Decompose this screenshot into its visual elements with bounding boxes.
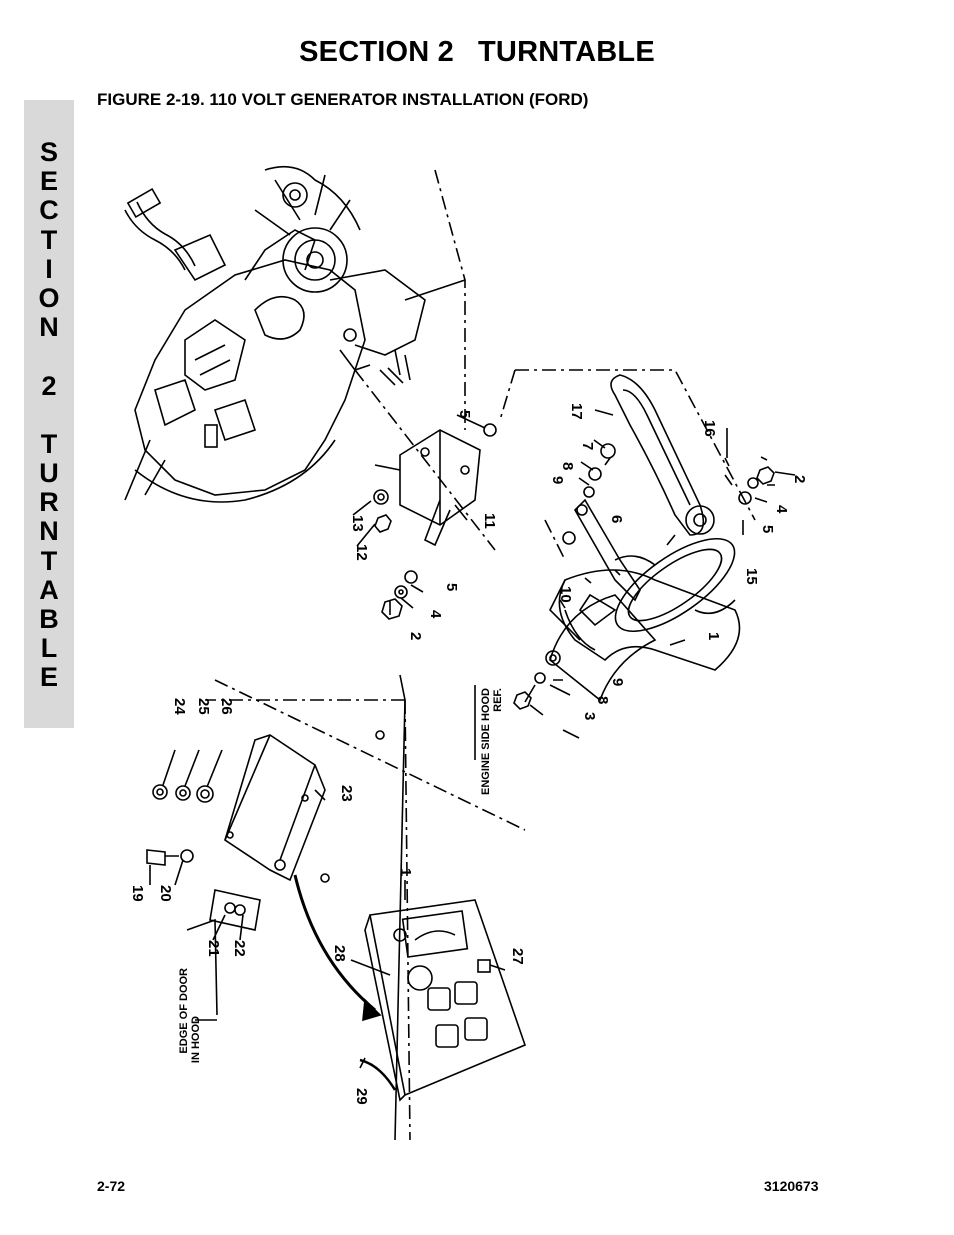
side-tab-letter: 2 [41, 370, 57, 401]
callout-7: 7 [579, 442, 596, 450]
outlet-box [293, 874, 527, 1102]
callout-23: 23 [338, 785, 355, 802]
callout-4-right: 4 [773, 505, 790, 514]
callout-11: 11 [481, 513, 498, 529]
side-tab-letter: T [40, 545, 58, 576]
side-tab-letter: E [39, 662, 58, 693]
side-tab-letter: E [39, 166, 58, 197]
side-tab-letter: S [39, 137, 58, 167]
callout-27: 27 [509, 948, 526, 965]
callout-2-left: 2 [407, 632, 424, 640]
side-tab-letter: U [39, 458, 59, 489]
section-label: SECTION 2 [299, 36, 455, 68]
callout-29: 29 [353, 1088, 370, 1105]
side-tab-letter: T [40, 224, 58, 255]
callout-19: 19 [129, 885, 146, 902]
callout-25: 25 [195, 698, 212, 715]
page-number: 2-72 [97, 1178, 126, 1194]
engine-side-hood-label: ENGINE SIDE HOOD [480, 688, 492, 795]
callout-8-top: 8 [559, 462, 576, 470]
callout-9-bottom: 9 [609, 678, 626, 686]
callout-15: 15 [743, 568, 760, 585]
doc-number: 3120673 [764, 1178, 819, 1194]
callout-3: 3 [581, 712, 598, 720]
callout-2-right: 2 [791, 475, 808, 483]
outlet-box-bracket-23 [209, 734, 326, 931]
side-tab-letter: T [40, 428, 58, 459]
mounting-bracket-11 [374, 429, 481, 547]
callout-1-box: 1 [397, 868, 414, 876]
callout-20: 20 [157, 885, 174, 902]
callout-21: 21 [205, 940, 222, 957]
callout-16: 16 [701, 420, 718, 437]
exploded-diagram: 13 12 2 4 5 11 5 17 7 8 9 6 10 16 2 4 5 … [124, 165, 808, 1140]
side-tab-letter: R [39, 487, 59, 518]
section-header: SECTION 2 TURNTABLE [0, 36, 954, 69]
callout-22: 22 [231, 940, 248, 957]
side-tab-letter: N [39, 312, 59, 343]
engine-illustration [124, 165, 426, 503]
generator-assembly [499, 369, 756, 702]
side-tab-letter [24, 401, 74, 430]
side-tab-letter: L [40, 633, 58, 664]
callout-12: 12 [353, 544, 370, 561]
callout-4-left: 4 [427, 610, 444, 619]
callout-28: 28 [331, 945, 348, 962]
side-tab-letter: O [38, 282, 60, 313]
callout-8-bottom: 8 [594, 696, 611, 704]
callout-6: 6 [608, 515, 625, 523]
side-tab-letter: I [45, 253, 53, 284]
callout-5-left: 5 [443, 583, 460, 591]
side-tab-letter: B [39, 604, 59, 634]
callout-1-generator: 1 [705, 632, 722, 640]
side-tab-letter [24, 342, 74, 371]
callout-5-top: 5 [456, 410, 473, 418]
callout-13: 13 [349, 515, 366, 532]
section-name: TURNTABLE [478, 36, 655, 68]
side-tab-letter: N [39, 516, 59, 547]
figure-title: FIGURE 2-19. 110 VOLT GENERATOR INSTALLA… [97, 90, 589, 109]
callout-9-top: 9 [549, 476, 566, 484]
callout-24: 24 [171, 698, 188, 715]
side-tab-letter: A [39, 574, 59, 605]
callout-10: 10 [557, 586, 574, 603]
in-hood-label: IN HOOD [190, 1016, 202, 1063]
side-tab-letter: C [39, 195, 59, 226]
callout-5-right: 5 [759, 525, 776, 533]
callout-26: 26 [218, 698, 235, 715]
callout-17: 17 [568, 403, 585, 420]
engine-side-hood-ref: REF. [492, 688, 504, 712]
edge-of-door-label: EDGE OF DOOR [178, 968, 190, 1054]
